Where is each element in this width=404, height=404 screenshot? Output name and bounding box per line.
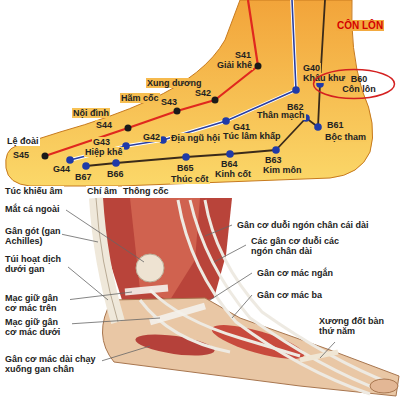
acupoint-label: S45 <box>12 150 30 160</box>
anatomy-label: Mạc giữ gân cơ mác dưới <box>4 317 72 337</box>
acupoint-label: Nội đình <box>72 108 110 118</box>
acupoint-label: B67 <box>74 172 93 182</box>
acupoint-label: B63 <box>264 155 283 165</box>
anatomy-label: Gân cơ mác ngắn <box>256 268 334 278</box>
acupoint-label: Giải khê <box>216 60 253 70</box>
acupoint-label: Hiệp khê <box>84 147 124 157</box>
anatomy-label: Túi hoạt dịch dưới gan <box>4 254 68 274</box>
acupoint-label: Lệ đoài <box>6 136 40 146</box>
acupoint-label: S41 <box>234 50 252 60</box>
acupoint-label: Thân mạch <box>256 110 306 120</box>
anatomy-label: Các gân cơ duỗi các ngón chân dài <box>250 236 362 256</box>
acupoint-label: G44 <box>52 164 71 174</box>
acupoint-label: S42 <box>194 88 212 98</box>
anatomy-label: Gân cơ duỗi ngón chân cái dài <box>236 220 369 230</box>
acupoint-label: Địa ngũ hội <box>170 133 221 143</box>
acupoint-label: Chí âm <box>86 186 118 196</box>
acupoint-label: Kinh cốt <box>214 169 252 179</box>
acupoint-label: Túc lâm khấp <box>222 131 282 141</box>
acupoint-label: B60 <box>312 74 396 84</box>
anatomy-label: Gân cơ mác ba <box>256 290 323 300</box>
acupoint-label: Xung dương <box>146 78 202 88</box>
highlight-ellipse: B60Côn lôn <box>312 68 396 100</box>
acupoint-label: Hãm cốc <box>120 93 160 103</box>
acupoint-label: B65 <box>176 163 195 173</box>
acupoint-label: Côn lôn <box>312 84 396 94</box>
anatomy-label: Mắt cá ngoài <box>4 204 61 214</box>
acupoint-label: CÔN LÔN <box>336 20 384 31</box>
acupoint-label: S43 <box>160 97 178 107</box>
acupoint-label: S44 <box>95 120 113 130</box>
acupoint-label: B61 <box>326 120 345 130</box>
acupoint-label: G40 <box>302 63 321 73</box>
acupoint-label: Kim môn <box>262 165 303 175</box>
acupoint-label: Túc khiếu âm <box>4 186 64 196</box>
acupoint-label: G43 <box>92 137 111 147</box>
acupoint-label: Thúc cốt <box>170 174 210 184</box>
anatomy-label: Mạc giữ gân cơ mác trên <box>4 293 70 313</box>
acupoint-label: Bộc tham <box>324 132 367 142</box>
anatomy-label: Gân gót (gan Achilles) <box>4 226 62 246</box>
acupoint-label: B66 <box>106 169 125 179</box>
acupoint-label: G42 <box>142 132 161 142</box>
anatomy-label: Xương đốt bàn thứ năm <box>318 316 398 336</box>
acupoint-label: Thông cốc <box>122 186 170 196</box>
anatomy-label: Gân cơ mác dài chạy xuống gan chân <box>4 354 102 374</box>
acupoint-label: B64 <box>220 159 239 169</box>
